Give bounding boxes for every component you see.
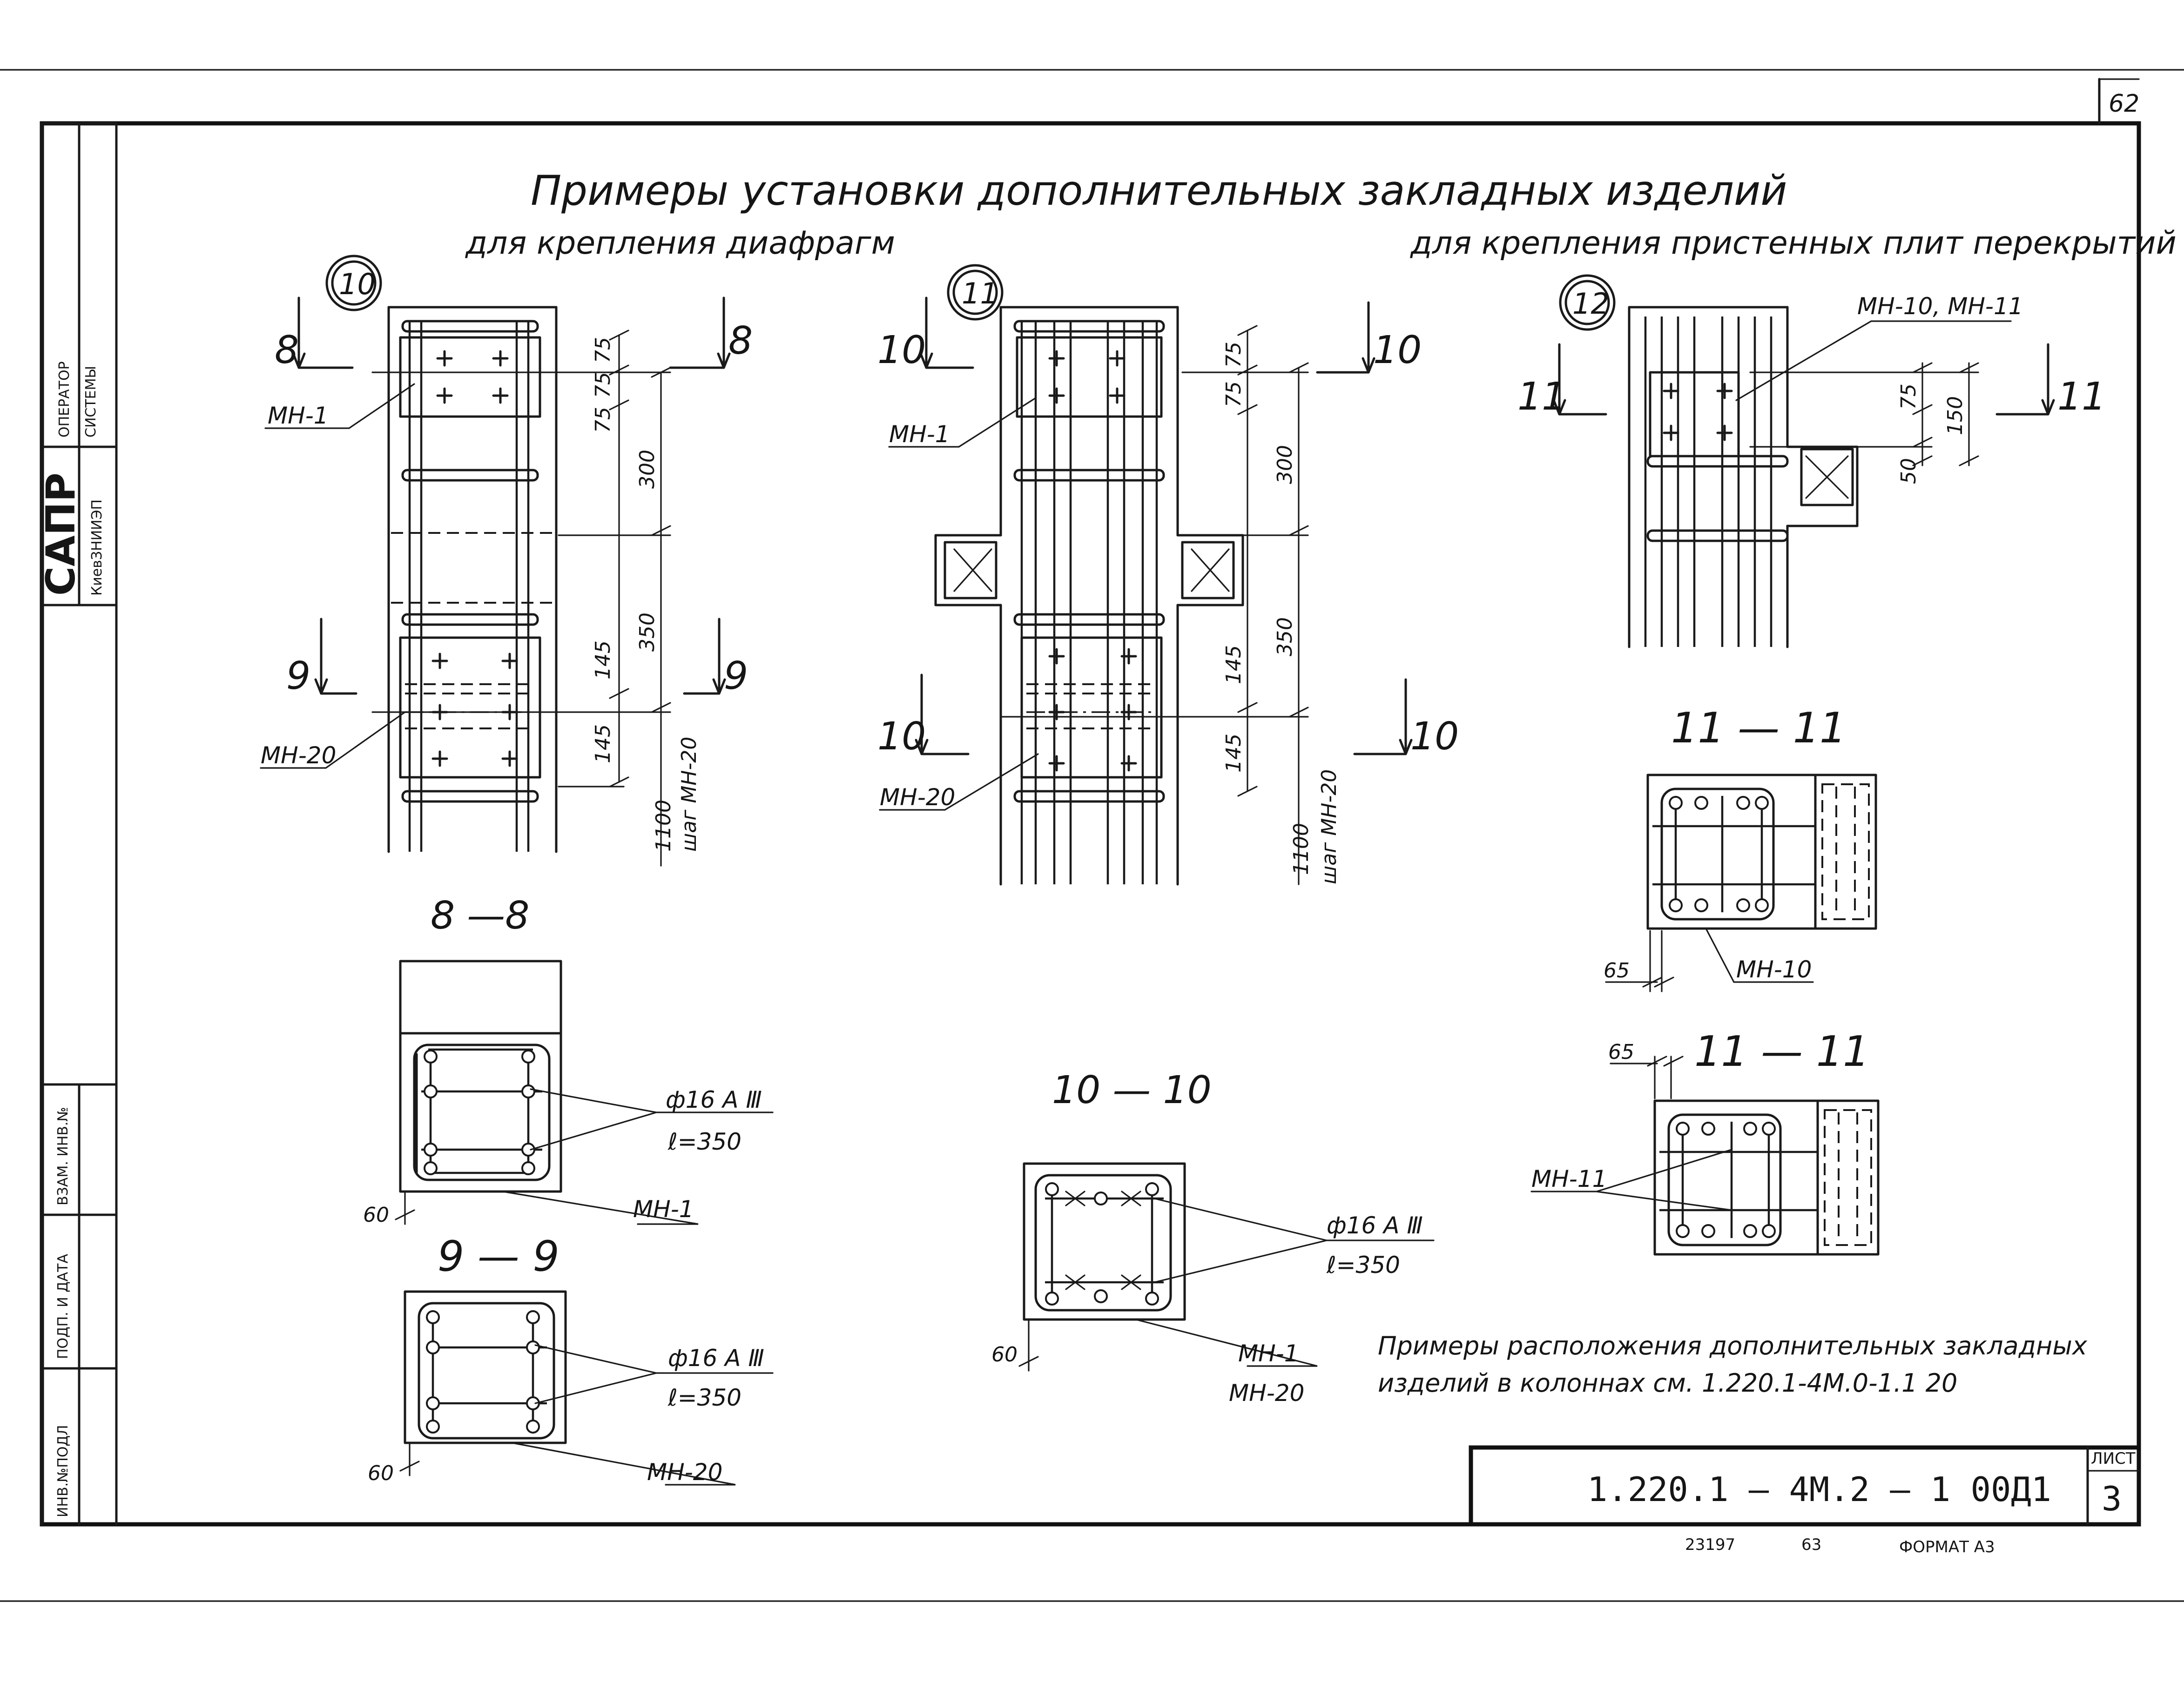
- detail-12-dim-0: 75: [1897, 384, 1921, 410]
- detail-12-dim-2: 50: [1897, 458, 1921, 484]
- stamp-inv-no: ВЗАМ. ИНВ.№: [55, 1107, 71, 1205]
- stamp-inv-orig: ИНВ.№ПОДЛ: [55, 1425, 71, 1518]
- detail-11-dim-5: 145: [1222, 734, 1246, 773]
- subtitle-diaphragms: для крепления диафрагм: [465, 225, 895, 262]
- section-8-8-length: ℓ=350: [667, 1128, 741, 1155]
- doc-code: 1.220.1 — 4М.2 — 1 00Д1: [1587, 1470, 2051, 1509]
- note-line-2: изделий в колоннах см. 1.220.1-4М.0-1.1 …: [1378, 1368, 1957, 1398]
- detail-11-marker: 11: [962, 276, 998, 310]
- detail-10-cut-top-right: 8: [728, 319, 753, 363]
- section-11-11-a-title: 11 — 11: [1671, 704, 1846, 753]
- detail-11: 11: [879, 264, 1413, 886]
- detail-11-cut-top-left: 10: [877, 328, 926, 372]
- detail-11-dim-0: 75: [1222, 342, 1246, 368]
- detail-12: 12 75: [1552, 274, 2055, 648]
- section-9-9: [399, 1290, 774, 1486]
- section-11-11-b-label: МН-11: [1531, 1165, 1607, 1192]
- stamp-operator: ОПЕРАТОР: [56, 361, 73, 438]
- section-11-11-b-dim: 65: [1608, 1040, 1634, 1064]
- section-10-10-label1: МН-1: [1238, 1340, 1299, 1367]
- section-10-10-title: 10 — 10: [1052, 1068, 1212, 1112]
- section-10-10-dim: 60: [991, 1343, 1018, 1367]
- detail-10-cut-top-left: 8: [275, 328, 299, 372]
- section-8-8-dim: 60: [363, 1203, 389, 1227]
- detail-10-label-bottom: МН-20: [261, 742, 336, 769]
- detail-12-label: МН-10, МН-11: [1857, 293, 2023, 320]
- detail-11-cut-top-right: 10: [1373, 328, 1422, 372]
- section-10-10-length: ℓ=350: [1326, 1252, 1400, 1279]
- section-8-8-title: 8 —8: [431, 894, 529, 938]
- title-block: [1469, 1445, 2140, 1526]
- detail-10-label-top: МН-1: [268, 402, 329, 429]
- detail-10-dim-long: 1100: [652, 800, 675, 852]
- detail-10-cut-bottom-right: 9: [724, 654, 748, 698]
- side-stamp: [40, 122, 118, 1526]
- section-11-11-b-title: 11 — 11: [1694, 1027, 1869, 1076]
- detail-11-label-bottom: МН-20: [880, 784, 955, 811]
- stamp-org: КиевЗНИИЭП: [89, 499, 105, 596]
- section-10-10: [1018, 1162, 1435, 1372]
- detail-11-cut-bottom-right: 10: [1410, 714, 1459, 759]
- detail-11-dim-4: 145: [1222, 645, 1246, 684]
- page-ref: 63: [1801, 1535, 1821, 1554]
- stamp-sign-date: ПОДП. И ДАТА: [55, 1253, 71, 1359]
- note-line-1: Примеры расположения дополнительных закл…: [1378, 1331, 2088, 1360]
- sheet-number: 3: [2102, 1479, 2122, 1518]
- format-label: ФОРМАТ А3: [1899, 1538, 1995, 1556]
- detail-12-marker: 12: [1572, 287, 1609, 321]
- detail-12-dim-1: 150: [1943, 396, 1967, 435]
- section-11-11-a: [1605, 774, 1877, 992]
- section-10-10-label2: МН-20: [1229, 1380, 1304, 1407]
- detail-10-dim-1: 75: [591, 372, 615, 398]
- detail-10-dim-2: 75: [591, 407, 615, 433]
- detail-11-label-top: МН-1: [889, 421, 950, 448]
- detail-11-dim-3: 350: [1273, 617, 1297, 656]
- detail-12-cut-right: 11: [2057, 375, 2106, 419]
- section-11-11-b: [1530, 1056, 1880, 1256]
- section-11-11-a-label: МН-10: [1736, 956, 1812, 983]
- section-8-8-rebar: ф16 А Ⅲ: [666, 1086, 762, 1113]
- stamp-sapr: САПР: [38, 472, 84, 596]
- detail-11-dim-long: 1100: [1289, 823, 1313, 875]
- sheet-label: ЛИСТ: [2091, 1449, 2136, 1468]
- detail-10-dim-0: 75: [591, 337, 615, 363]
- section-8-8-label: МН-1: [633, 1196, 694, 1223]
- section-9-9-dim: 60: [368, 1461, 394, 1485]
- section-11-11-a-dim: 65: [1604, 959, 1630, 983]
- detail-11-cut-bottom-left: 10: [877, 714, 926, 759]
- stamp-system: СИСТЕМЫ: [83, 366, 99, 438]
- detail-10-dim-6: 145: [591, 724, 615, 763]
- detail-10-dim-3: 300: [635, 450, 659, 489]
- section-9-9-rebar: ф16 А Ⅲ: [668, 1345, 764, 1372]
- subtitle-slabs: для крепления пристенных плит перекрытий: [1410, 225, 2177, 262]
- section-9-9-length: ℓ=350: [667, 1384, 741, 1411]
- section-8-8: [395, 960, 774, 1225]
- detail-10-dim-4: 350: [635, 613, 659, 652]
- detail-10-dim-note: шаг МН-20: [677, 737, 701, 852]
- detail-11-dim-1: 75: [1222, 381, 1246, 407]
- section-9-9-label: МН-20: [647, 1459, 722, 1486]
- section-9-9-title: 9 — 9: [438, 1232, 559, 1281]
- sheet-title: Примеры установки дополнительных закладн…: [531, 167, 1787, 215]
- page-number: 62: [2109, 90, 2139, 118]
- detail-11-dim-2: 300: [1273, 445, 1297, 484]
- detail-10: 10: [260, 255, 731, 867]
- detail-11-dim-note: шаг МН-20: [1317, 769, 1341, 884]
- detail-12-cut-left: 11: [1517, 375, 1566, 419]
- detail-10-cut-bottom-left: 9: [286, 654, 310, 698]
- section-10-10-rebar: ф16 А Ⅲ: [1327, 1212, 1423, 1239]
- archive-number: 23197: [1685, 1535, 1735, 1554]
- detail-10-marker: 10: [339, 267, 376, 301]
- detail-10-dim-5: 145: [591, 640, 615, 680]
